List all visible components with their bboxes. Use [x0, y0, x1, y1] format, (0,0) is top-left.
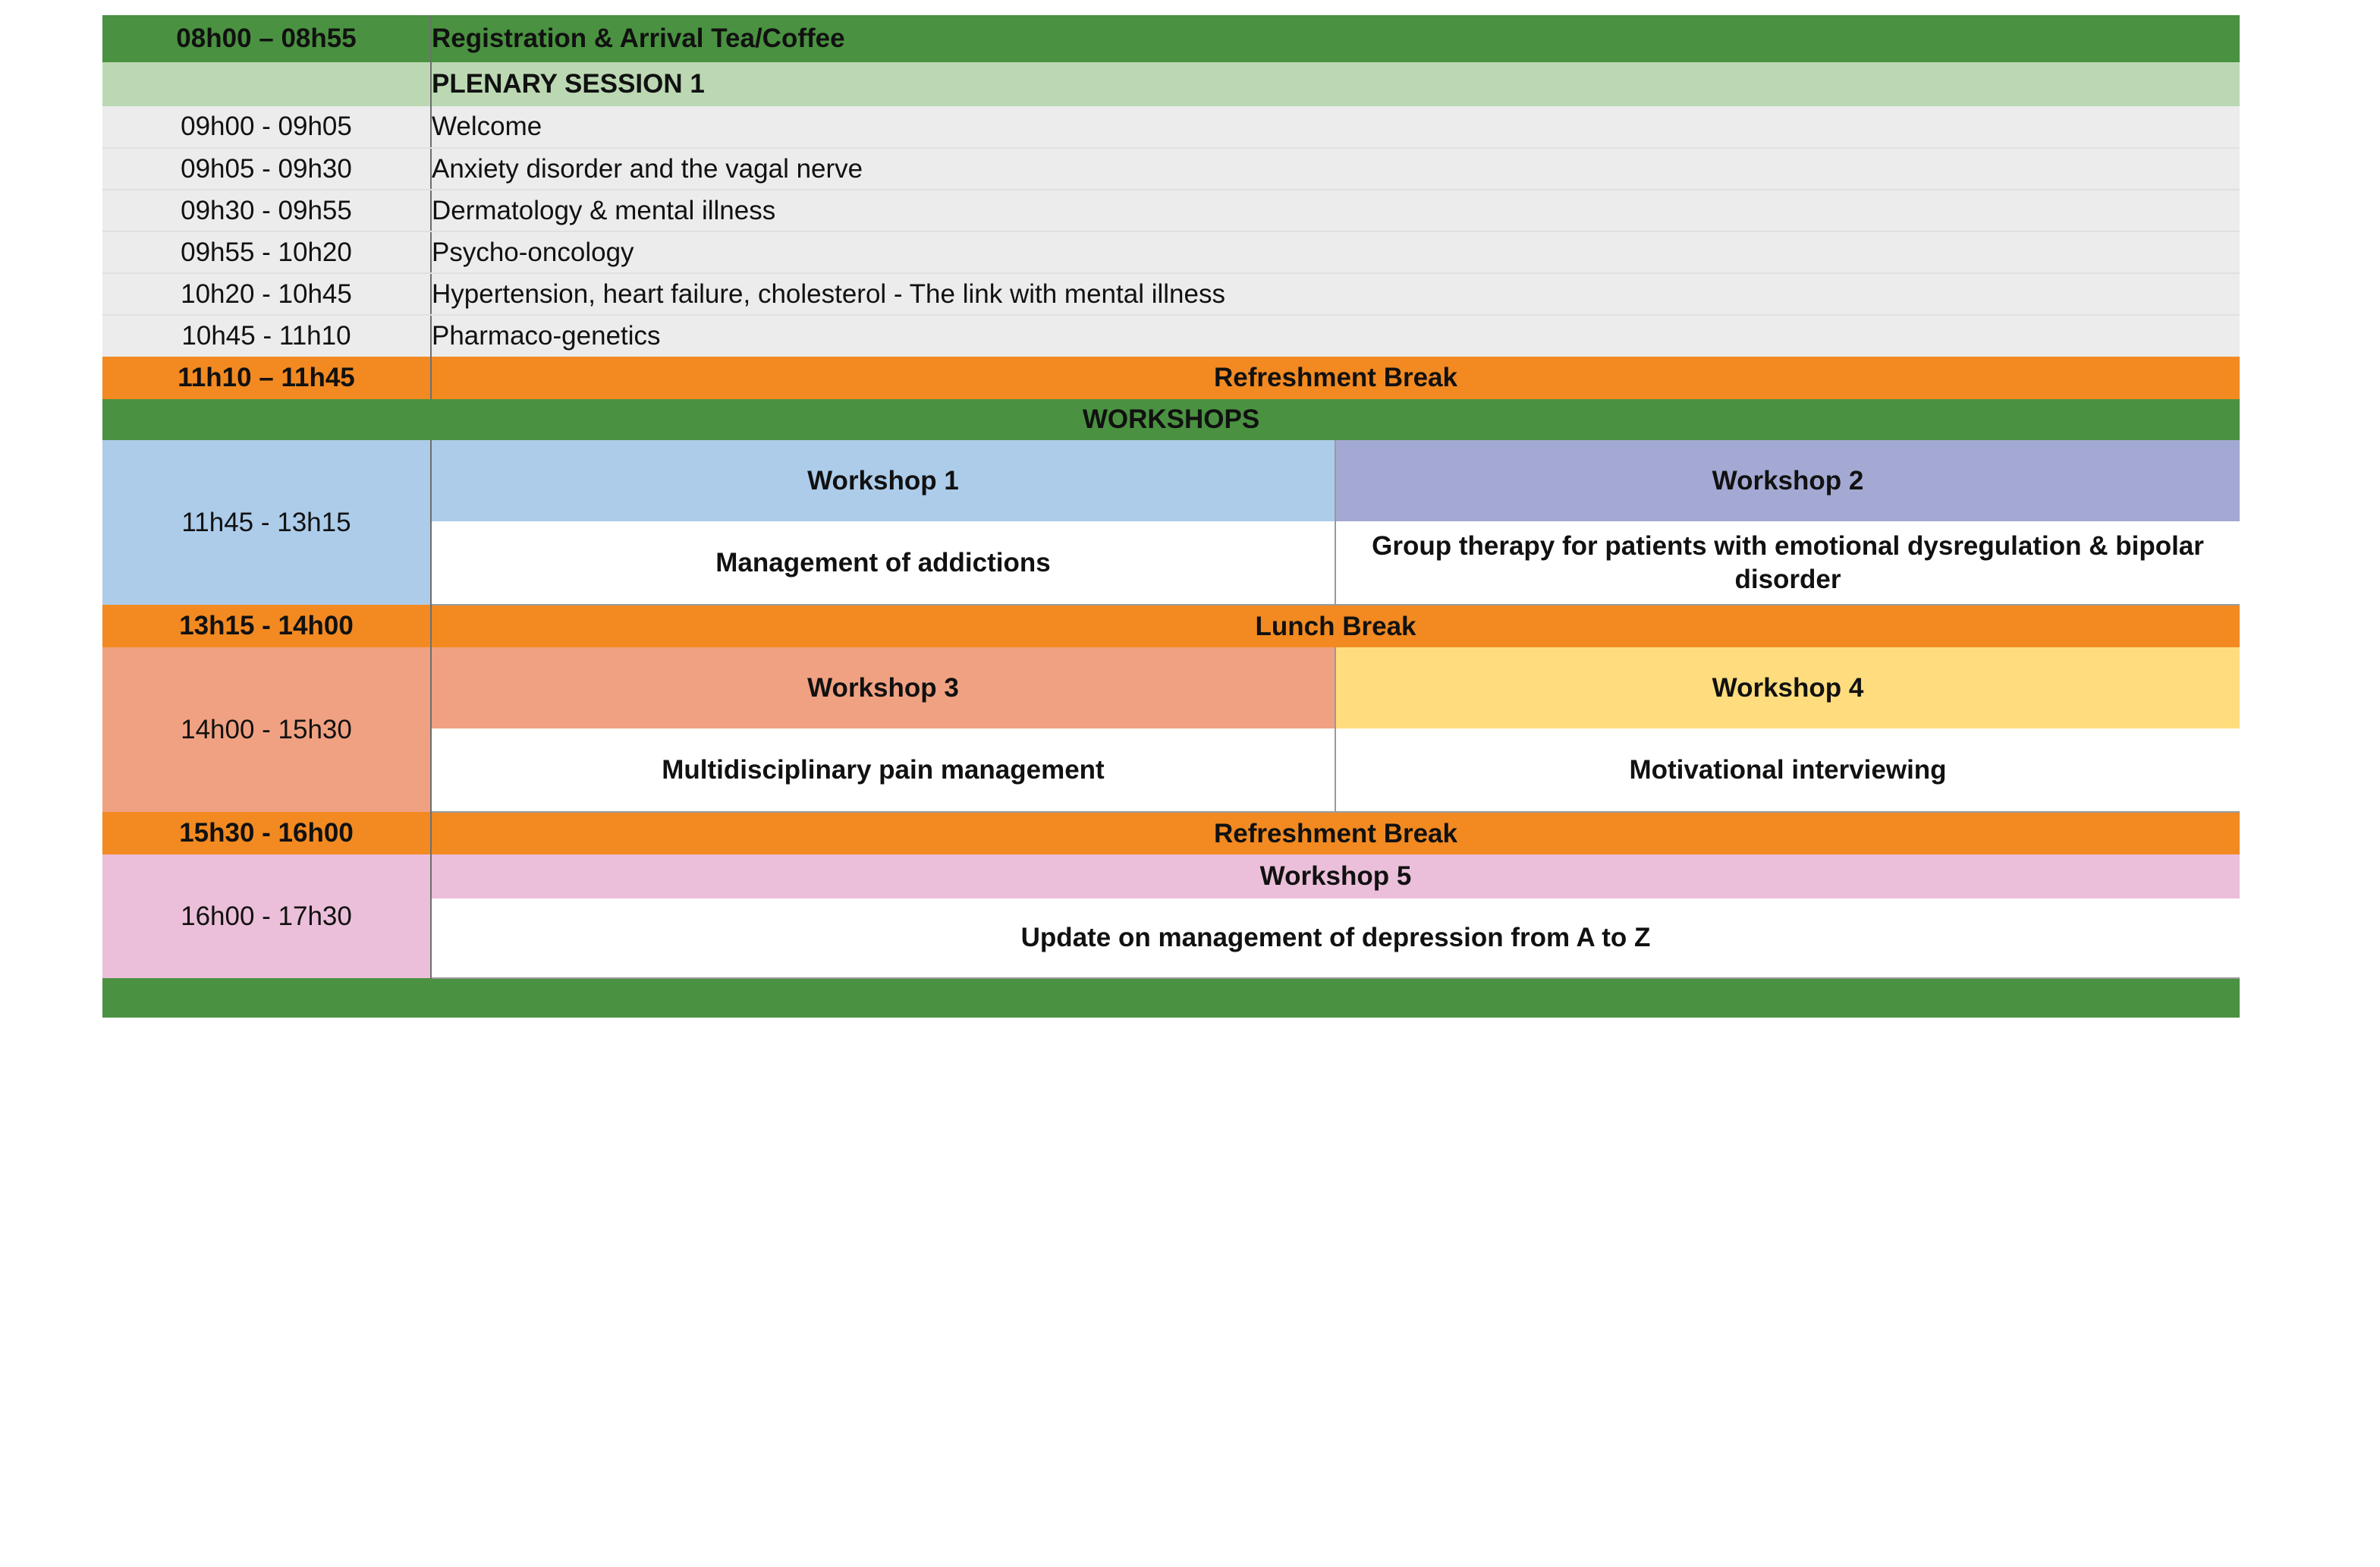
table-row: 09h55 - 10h20 Psycho-oncology [102, 231, 2240, 274]
footer-band [102, 978, 2240, 1018]
plenary-item-label: Dermatology & mental illness [431, 190, 2240, 232]
workshop-3-description: Multidisciplinary pain management [431, 728, 1336, 813]
plenary-item-label: Welcome [431, 106, 2240, 149]
table-row: 10h45 - 11h10 Pharmaco-genetics [102, 315, 2240, 357]
table-row-workshop-block-1-titles: 11h45 - 13h15 Workshop 1 Workshop 2 [102, 440, 2240, 605]
workshops-band-label: WORKSHOPS [102, 399, 2240, 440]
workshop-5-title: Workshop 5 [431, 854, 2240, 898]
plenary-item-label: Psycho-oncology [431, 231, 2240, 274]
plenary-item-label: Anxiety disorder and the vagal nerve [431, 148, 2240, 190]
table-row-lunch-break: 13h15 - 14h00 Lunch Break [102, 605, 2240, 647]
workshop-block-2-time: 14h00 - 15h30 [102, 647, 432, 812]
table-row-workshop-block-1-desc: Management of addictions Group therapy f… [102, 521, 2240, 606]
plenary-item-time: 09h55 - 10h20 [102, 231, 432, 274]
table-row-workshop-block-2-desc: Multidisciplinary pain management Motiva… [102, 728, 2240, 813]
table-row-workshops-band: WORKSHOPS [102, 399, 2240, 440]
afternoon-break-label: Refreshment Break [431, 812, 2240, 854]
plenary-item-time: 09h30 - 09h55 [102, 190, 432, 232]
table-row-morning-break: 11h10 – 11h45 Refreshment Break [102, 357, 2240, 399]
table-row-workshop-block-3-title: 16h00 - 17h30 Workshop 5 [102, 854, 2240, 978]
conference-schedule-table: 08h00 – 08h55 Registration & Arrival Tea… [102, 15, 2240, 1018]
plenary-item-time: 09h00 - 09h05 [102, 106, 432, 149]
workshop-block-3-time: 16h00 - 17h30 [102, 854, 432, 978]
table-row-workshop-block-2-titles: 14h00 - 15h30 Workshop 3 Workshop 4 [102, 647, 2240, 812]
table-row-footer-band [102, 978, 2240, 1018]
workshop-block-1-time: 11h45 - 13h15 [102, 440, 432, 605]
morning-break-label: Refreshment Break [431, 357, 2240, 399]
workshop-2-description: Group therapy for patients with emotiona… [1335, 521, 2240, 606]
table-row-registration: 08h00 – 08h55 Registration & Arrival Tea… [102, 15, 2240, 62]
workshop-1-title: Workshop 1 [431, 440, 1336, 521]
plenary-item-time: 10h45 - 11h10 [102, 315, 432, 357]
workshop-4-description: Motivational interviewing [1335, 728, 2240, 813]
plenary-item-label: Pharmaco-genetics [431, 315, 2240, 357]
workshop-1-description: Management of addictions [431, 521, 1336, 606]
table-row-plenary-header: PLENARY SESSION 1 [102, 62, 2240, 106]
plenary-header-time [102, 62, 432, 106]
workshop-2-title: Workshop 2 [1335, 440, 2240, 521]
plenary-item-label: Hypertension, heart failure, cholesterol… [431, 273, 2240, 316]
morning-break-time: 11h10 – 11h45 [102, 357, 432, 399]
plenary-header-label: PLENARY SESSION 1 [431, 62, 2240, 106]
lunch-break-label: Lunch Break [431, 605, 2240, 647]
table-row-workshop-block-3-desc: Update on management of depression from … [102, 898, 2240, 979]
table-row: 09h30 - 09h55 Dermatology & mental illne… [102, 190, 2240, 232]
workshop-4-title: Workshop 4 [1335, 647, 2240, 728]
plenary-item-time: 09h05 - 09h30 [102, 148, 432, 190]
registration-time: 08h00 – 08h55 [102, 15, 432, 62]
workshop-3-title: Workshop 3 [431, 647, 1336, 728]
lunch-break-time: 13h15 - 14h00 [102, 605, 432, 647]
table-row-afternoon-break: 15h30 - 16h00 Refreshment Break [102, 812, 2240, 854]
afternoon-break-time: 15h30 - 16h00 [102, 812, 432, 854]
workshop-5-description: Update on management of depression from … [431, 898, 2240, 979]
table-row: 10h20 - 10h45 Hypertension, heart failur… [102, 273, 2240, 316]
plenary-item-time: 10h20 - 10h45 [102, 273, 432, 316]
table-row: 09h00 - 09h05 Welcome [102, 106, 2240, 149]
registration-label: Registration & Arrival Tea/Coffee [431, 15, 2240, 62]
table-row: 09h05 - 09h30 Anxiety disorder and the v… [102, 148, 2240, 190]
